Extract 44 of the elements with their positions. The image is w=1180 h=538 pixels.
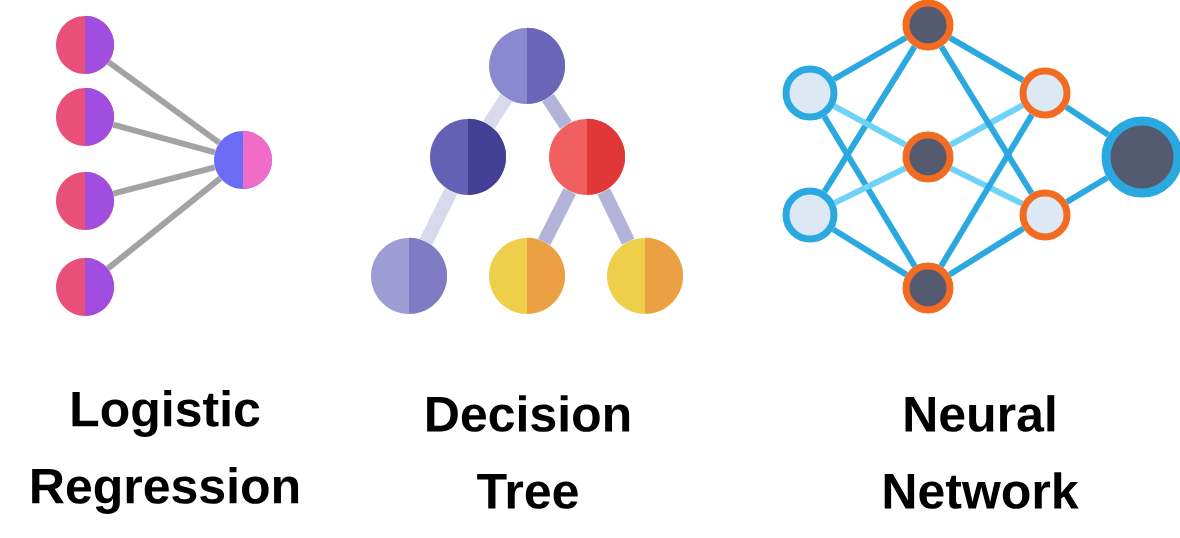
circle-node: [56, 15, 114, 74]
connector-line: [1064, 104, 1110, 138]
caption-label: Neural Network: [884, 395, 1079, 509]
connector-line: [112, 164, 216, 197]
connector-line: [419, 188, 458, 245]
connector-line: [948, 102, 1025, 148]
circle-node: [489, 27, 565, 104]
connector-line: [106, 59, 222, 146]
circle-node: [782, 187, 838, 243]
connector-line: [542, 94, 572, 129]
connector-line: [832, 103, 908, 148]
circle-node: [902, 131, 954, 183]
connector-line: [831, 226, 908, 278]
circle-node: [56, 257, 114, 316]
circle-node: [1019, 189, 1071, 241]
circle-node: [549, 118, 625, 195]
connector-line: [482, 94, 513, 129]
connector-line: [821, 115, 918, 268]
connector-line: [949, 165, 1024, 207]
circle-node: [430, 118, 506, 195]
connector-line: [938, 113, 1035, 268]
connector-line: [948, 35, 1025, 83]
circle-node: [56, 171, 114, 230]
circle-node: [607, 237, 683, 314]
connector-line: [833, 165, 907, 206]
connector-line: [597, 188, 635, 245]
circle-node: [214, 130, 272, 189]
circle-node: [56, 87, 114, 146]
caption-label: Logistic Regression: [32, 390, 299, 514]
connector-line: [1065, 175, 1109, 205]
connector-line: [938, 45, 1035, 195]
circle-node: [489, 237, 565, 314]
connector-line: [948, 225, 1025, 278]
circle-node: [371, 237, 447, 314]
circle-node: [782, 65, 838, 121]
circle-node: [1019, 67, 1071, 119]
connector-line: [112, 121, 216, 156]
connector-line: [537, 187, 577, 246]
circle-node: [902, 262, 954, 314]
caption-label: Decision Tree: [427, 395, 630, 509]
connector-line: [105, 175, 223, 272]
connector-line: [832, 35, 908, 82]
connector-line: [821, 45, 918, 194]
circle-node: [1101, 116, 1180, 198]
